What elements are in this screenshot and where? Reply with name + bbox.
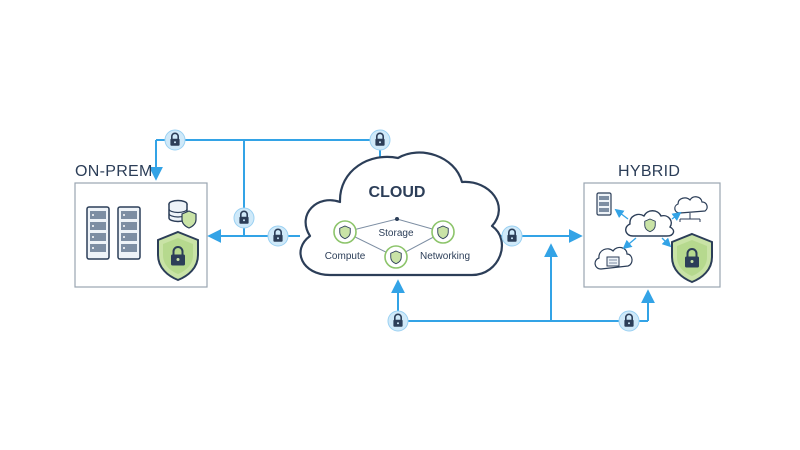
connector-top-bar (156, 139, 381, 158)
hybrid-internal-arrows (614, 208, 682, 250)
padlock-icon (501, 225, 523, 247)
cloud-server-icon (594, 246, 633, 270)
shield-icon (181, 210, 197, 229)
padlock-icon (164, 129, 186, 151)
cloud-icon (625, 210, 675, 237)
hybrid-label: HYBRID (618, 163, 680, 180)
shield-icon (644, 218, 656, 233)
cloud-shape (299, 151, 503, 277)
padlock-icon (233, 207, 255, 229)
cloud-label: CLOUD (369, 184, 426, 201)
service-storage-node (384, 245, 408, 269)
padlock-icon (369, 129, 391, 151)
on-prem-box (74, 182, 208, 288)
service-compute-label: Compute (325, 251, 366, 262)
server-rack-icon (86, 206, 110, 260)
on-prem-label: ON-PREM (75, 163, 153, 180)
cloud-network-icon (674, 196, 708, 222)
padlock-icon (387, 310, 409, 332)
padlock-icon (618, 310, 640, 332)
server-icon (596, 192, 612, 216)
service-networking-node (431, 220, 455, 244)
server-rack-icon (117, 206, 141, 260)
service-networking-label: Networking (420, 251, 470, 262)
service-storage-label: Storage (378, 228, 413, 239)
service-compute-node (333, 220, 357, 244)
padlock-icon (267, 225, 289, 247)
hybrid-box (583, 182, 721, 288)
